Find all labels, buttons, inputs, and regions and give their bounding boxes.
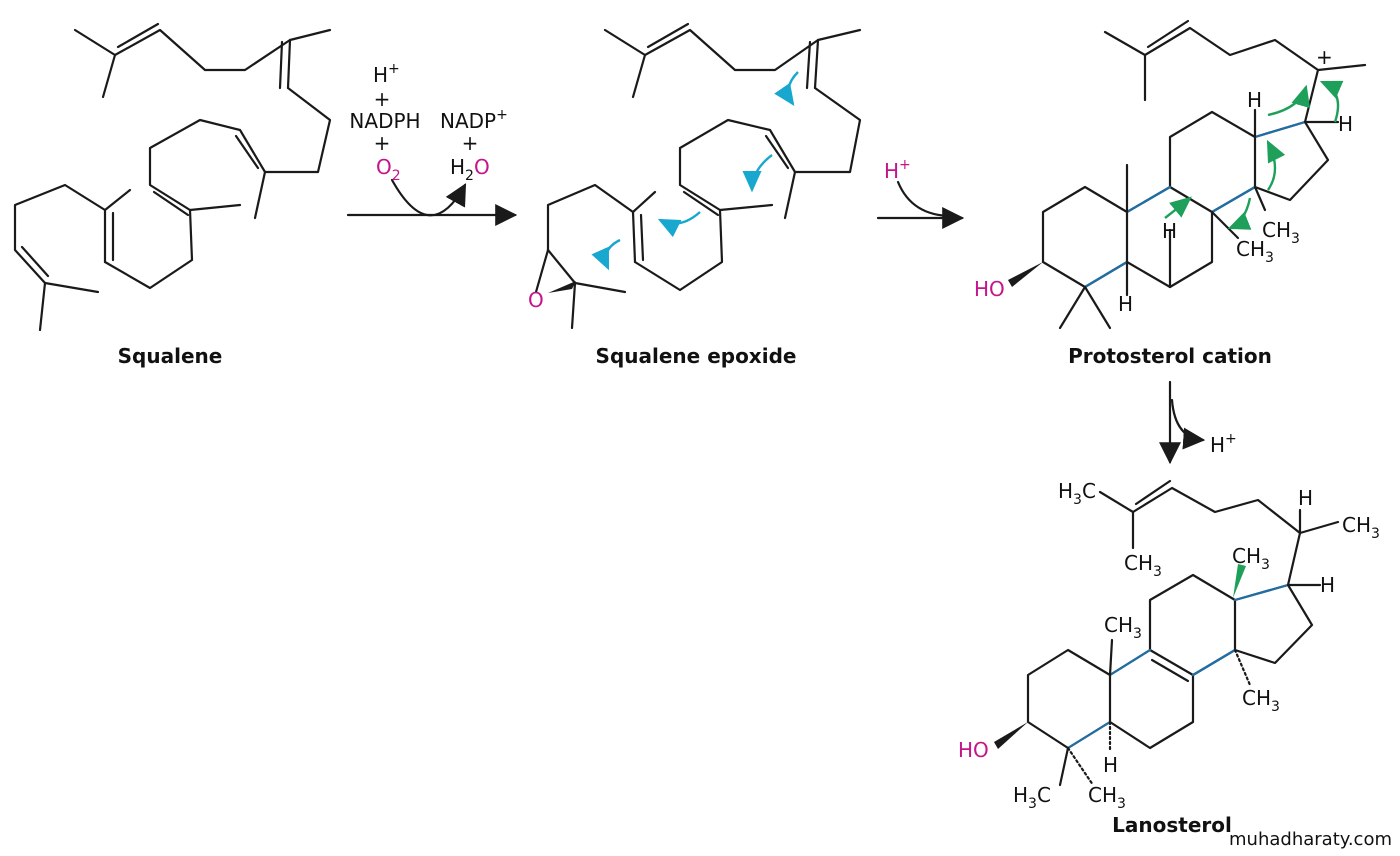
protosterol-cation-label: Protosterol cation	[1068, 344, 1272, 368]
lanosterol-label: Lanosterol	[1112, 813, 1232, 837]
lanosterol-ch3-c19: CH3	[1104, 613, 1142, 642]
protosterol-h-c13: H	[1247, 88, 1262, 112]
protosterol-cation-structure	[1008, 19, 1367, 330]
lanosterol-ch3-terminal: CH3	[1124, 551, 1162, 580]
h-plus-reagent: H+	[373, 61, 400, 87]
plus-sign-3: +	[462, 131, 479, 155]
h2o-product: H2O	[450, 155, 490, 184]
nadph-reagent: NADPH	[349, 109, 420, 133]
h-plus-released: H+	[1210, 431, 1237, 457]
lanosterol-ch3-c30: CH3	[1242, 686, 1280, 715]
squalene-structure	[13, 22, 332, 332]
reaction-2-arrow	[876, 180, 965, 229]
watermark: muhadharaty.com	[1229, 829, 1392, 850]
squalene-epoxide-structure	[534, 22, 862, 330]
h-plus-acid: H+	[884, 157, 911, 183]
protosterol-h-c20: H	[1338, 112, 1353, 136]
nadp-plus-product: NADP+	[440, 107, 508, 133]
reaction-1-arrow	[346, 178, 518, 226]
protosterol-h-c5: H	[1118, 292, 1133, 316]
lanosterol-ch3-c4: CH3	[1088, 783, 1126, 812]
cation-charge: +	[1316, 45, 1333, 69]
lanosterol-h-c17: H	[1320, 573, 1335, 597]
protosterol-h-c9: H	[1162, 219, 1177, 243]
lanosterol-h3c-terminal: H3C	[1058, 479, 1096, 508]
epoxide-oxygen: O	[528, 288, 544, 312]
squalene-label: Squalene	[118, 344, 223, 368]
squalene-epoxide-label: Squalene epoxide	[596, 344, 797, 368]
lanosterol-h-c20: H	[1298, 486, 1313, 510]
plus-sign-1: +	[374, 87, 391, 111]
lanosterol-h3c-c4: H3C	[1013, 783, 1051, 812]
reaction-3-arrow	[1159, 380, 1206, 465]
lanosterol-h-c5: H	[1103, 753, 1118, 777]
lanosterol-ch3-c18: CH3	[1232, 544, 1270, 573]
lanosterol-structure	[994, 479, 1340, 787]
protosterol-ch3-c13: CH3	[1262, 218, 1300, 247]
protosterol-ch3-c8: CH3	[1236, 237, 1274, 266]
plus-sign-2: +	[374, 131, 391, 155]
reaction-1-reagents: H+ + NADPH + O2 NADP+ + H2O	[349, 61, 507, 184]
protosterol-hydroxyl: HO	[974, 277, 1005, 301]
lanosterol-ch3-c21: CH3	[1342, 513, 1380, 542]
o2-reagent: O2	[376, 155, 401, 184]
lanosterol-hydroxyl: HO	[958, 738, 989, 762]
